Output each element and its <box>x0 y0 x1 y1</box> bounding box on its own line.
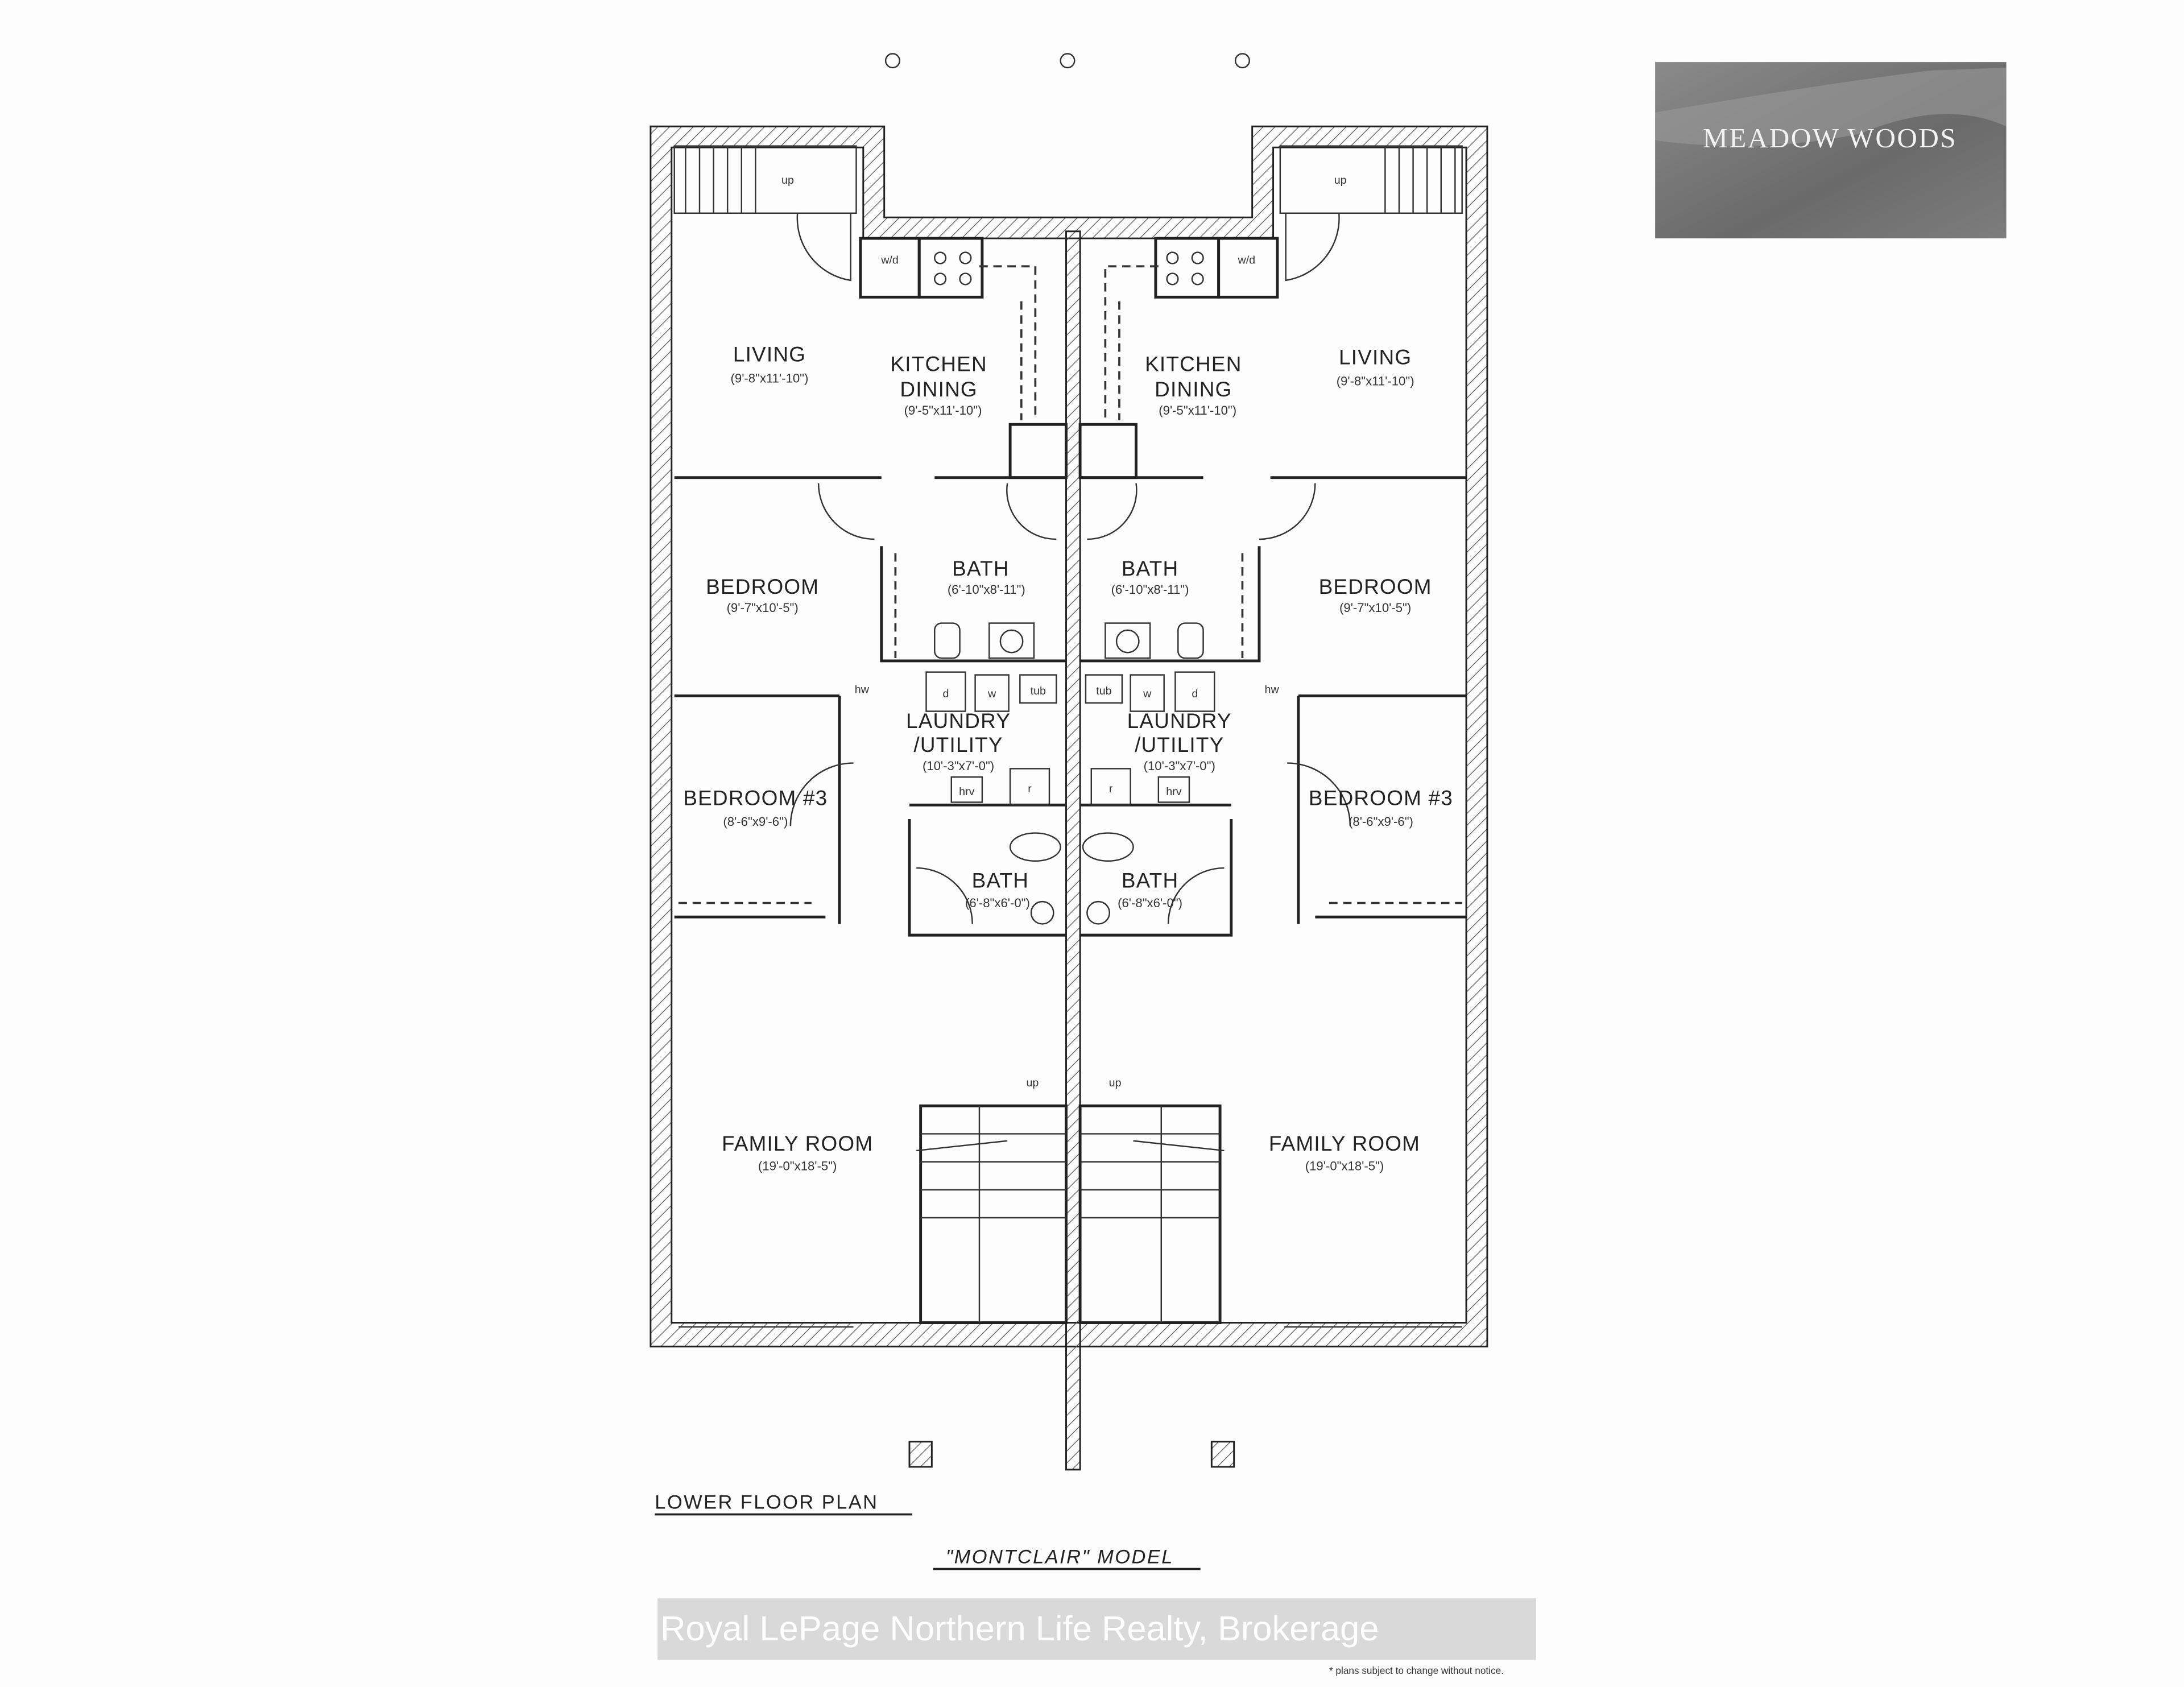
svg-text:MEADOW WOODS: MEADOW WOODS <box>1703 122 1957 154</box>
svg-text:FAMILY ROOM: FAMILY ROOM <box>1269 1132 1420 1155</box>
exterior-walls <box>650 125 1488 1471</box>
svg-text:(10'-3"x7'-0"): (10'-3"x7'-0") <box>1144 759 1215 773</box>
svg-text:BEDROOM: BEDROOM <box>1319 575 1432 598</box>
entry-stairs-left: up <box>673 145 857 282</box>
svg-text:(6'-8"x6'-0"): (6'-8"x6'-0") <box>1118 896 1182 910</box>
svg-text:(19'-0"x18'-5"): (19'-0"x18'-5") <box>758 1159 837 1173</box>
svg-text:KITCHEN: KITCHEN <box>1145 353 1242 376</box>
svg-text:(9'-8"x11'-10"): (9'-8"x11'-10") <box>1337 374 1414 388</box>
svg-text:(8'-6"x9'-6"): (8'-6"x9'-6") <box>723 814 788 829</box>
svg-text:(8'-6"x9'-6"): (8'-6"x9'-6") <box>1349 814 1413 829</box>
svg-text:(6'-10"x8'-11"): (6'-10"x8'-11") <box>1111 582 1189 597</box>
svg-text:w/d: w/d <box>1238 254 1256 266</box>
svg-text:/UTILITY: /UTILITY <box>1135 733 1224 756</box>
rooms-right: LIVING (9'-8"x11'-10") KITCHEN DINING (9… <box>1111 345 1453 1173</box>
svg-text:BATH: BATH <box>972 869 1029 892</box>
svg-text:(19'-0"x18'-5"): (19'-0"x18'-5") <box>1305 1159 1384 1173</box>
svg-text:BEDROOM #3: BEDROOM #3 <box>683 786 828 809</box>
svg-text:d: d <box>1192 688 1198 700</box>
svg-text:(6'-10"x8'-11"): (6'-10"x8'-11") <box>948 582 1025 597</box>
svg-text:up: up <box>1334 174 1347 187</box>
svg-text:(10'-3"x7'-0"): (10'-3"x7'-0") <box>923 759 994 773</box>
svg-text:r: r <box>1109 783 1113 795</box>
svg-text:up: up <box>1109 1077 1122 1089</box>
brokerage-watermark: Royal LePage Northern Life Realty, Broke… <box>657 1598 1537 1660</box>
svg-text:BATH: BATH <box>952 557 1010 580</box>
svg-text:hrv: hrv <box>959 785 974 798</box>
svg-text:BATH: BATH <box>1122 557 1179 580</box>
svg-text:w: w <box>987 688 996 700</box>
svg-text:hw: hw <box>1265 684 1280 696</box>
svg-text:tub: tub <box>1031 685 1046 697</box>
svg-text:r: r <box>1028 783 1032 795</box>
svg-text:w/d: w/d <box>880 254 899 266</box>
svg-text:LAUNDRY: LAUNDRY <box>906 709 1011 733</box>
svg-text:hrv: hrv <box>1166 785 1181 798</box>
svg-text:up: up <box>781 174 794 187</box>
svg-text:d: d <box>942 688 949 700</box>
party-wall <box>1065 230 1081 1471</box>
svg-text:KITCHEN: KITCHEN <box>890 353 987 376</box>
entry-stairs-right: up <box>1279 145 1463 282</box>
svg-text:BEDROOM #3: BEDROOM #3 <box>1309 786 1453 809</box>
svg-text:LIVING: LIVING <box>1339 345 1412 369</box>
plan-title: LOWER FLOOR PLAN <box>655 1492 878 1514</box>
hole-punch-marks <box>884 53 1250 69</box>
fixtures: w/d w/d d w tub tub w d hw hw hrv r r hr… <box>855 251 1280 925</box>
svg-text:(9'-8"x11'-10"): (9'-8"x11'-10") <box>731 371 809 385</box>
svg-text:/UTILITY: /UTILITY <box>913 733 1003 756</box>
svg-text:(9'-5"x11'-10"): (9'-5"x11'-10") <box>1159 403 1236 417</box>
svg-text:hw: hw <box>855 684 870 696</box>
model-name: "MONTCLAIR" MODEL <box>946 1547 1174 1568</box>
svg-text:LAUNDRY: LAUNDRY <box>1127 709 1232 733</box>
svg-text:w: w <box>1143 688 1152 700</box>
rooms-left: LIVING (9'-8"x11'-10") KITCHEN DINING (9… <box>683 343 1030 1173</box>
svg-text:FAMILY ROOM: FAMILY ROOM <box>722 1132 873 1155</box>
svg-text:DINING: DINING <box>900 378 977 401</box>
svg-text:BEDROOM: BEDROOM <box>706 575 819 598</box>
svg-text:BATH: BATH <box>1122 869 1179 892</box>
meadow-woods-logo: MEADOW WOODS <box>1655 62 2007 239</box>
svg-text:tub: tub <box>1096 685 1111 697</box>
svg-text:Royal LePage Northern Life Rea: Royal LePage Northern Life Realty, Broke… <box>660 1609 1379 1648</box>
svg-text:DINING: DINING <box>1155 378 1232 401</box>
post-left <box>908 1441 933 1468</box>
svg-text:(9'-5"x11'-10"): (9'-5"x11'-10") <box>904 403 982 417</box>
svg-text:up: up <box>1027 1077 1039 1089</box>
svg-text:(9'-7"x10'-5"): (9'-7"x10'-5") <box>1339 601 1411 615</box>
post-right <box>1210 1441 1235 1468</box>
interior-walls <box>674 237 1467 1328</box>
svg-text:(6'-8"x6'-0"): (6'-8"x6'-0") <box>965 896 1030 910</box>
svg-text:(9'-7"x10'-5"): (9'-7"x10'-5") <box>727 601 799 615</box>
disclaimer-note: * plans subject to change without notice… <box>1329 1665 1504 1676</box>
svg-text:LIVING: LIVING <box>733 343 806 366</box>
